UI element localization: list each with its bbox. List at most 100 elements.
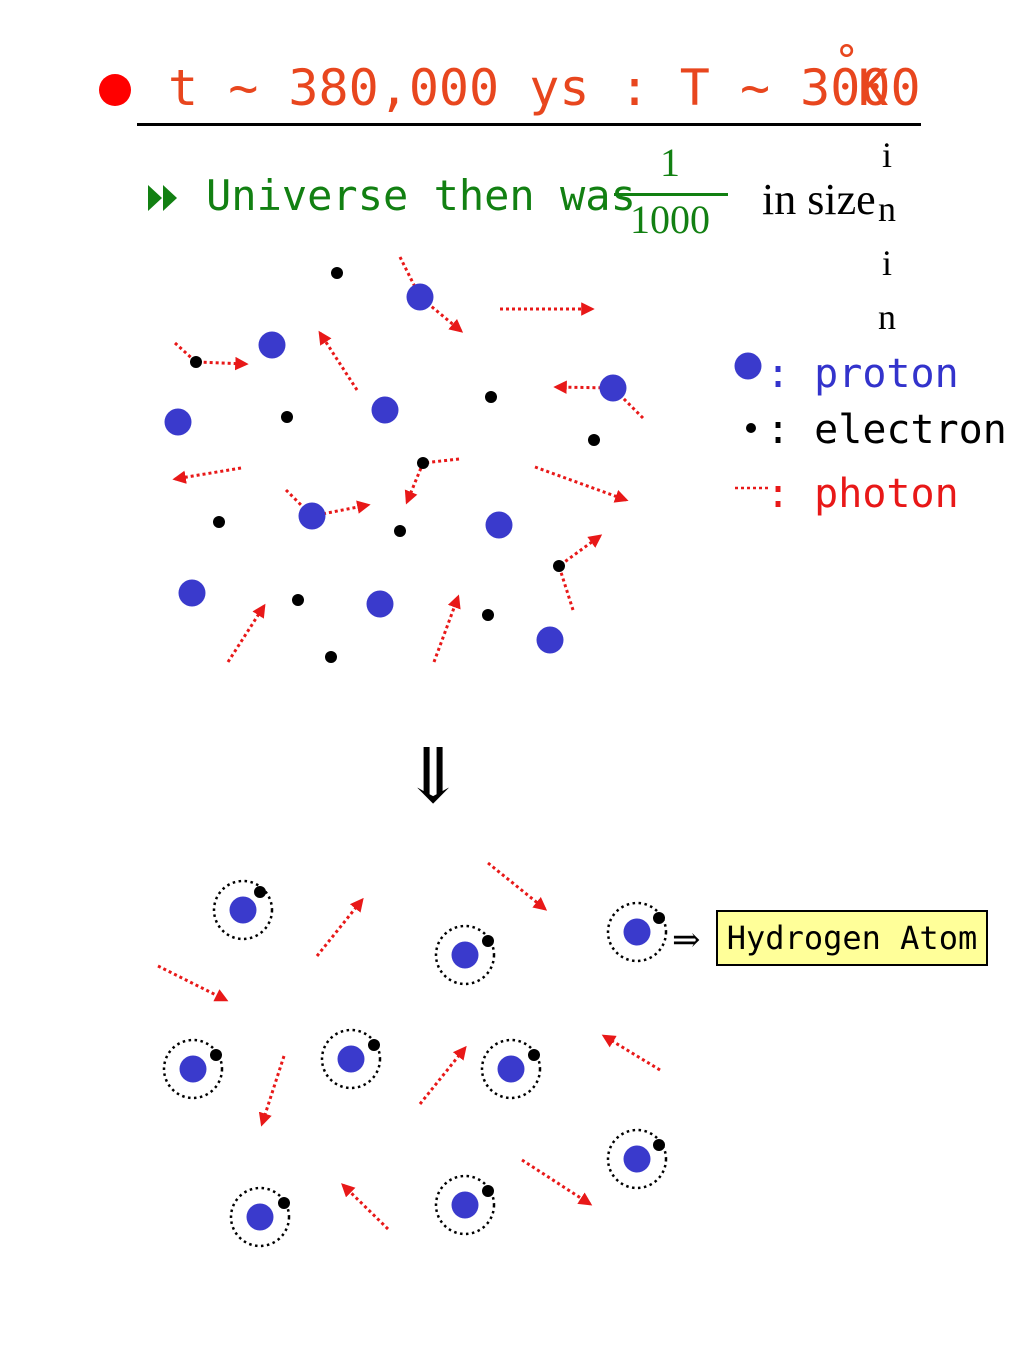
electron [417, 457, 429, 469]
electron-orbit [162, 1038, 224, 1100]
electron-group [190, 267, 600, 663]
photon-arrow [258, 1055, 286, 1127]
electron [394, 525, 406, 537]
legend-markers [734, 352, 768, 490]
hydrogen-atom [320, 1028, 382, 1090]
photon-arrow [557, 534, 603, 611]
red-dot-bullet-icon [99, 74, 131, 106]
photon-arrow [404, 457, 460, 505]
double-triangle-bullet-icon [148, 185, 177, 211]
photon-arrow [487, 861, 548, 911]
hydrogen-atom [480, 1038, 542, 1100]
subtitle-text: Universe then was [206, 171, 636, 220]
photon-arrow [318, 330, 359, 391]
atom-electron [278, 1197, 290, 1209]
legend-proton-label: : proton [766, 351, 959, 397]
legend-electron-label: : electron [766, 407, 1007, 453]
atom-proton [179, 1055, 207, 1083]
right-double-arrow-icon: ⇒ [672, 922, 701, 959]
legend-photon-label: : photon [766, 471, 959, 517]
vertical-letter: i [881, 135, 892, 175]
atom-proton [229, 896, 257, 924]
hydrogen-atom [212, 879, 274, 941]
atom-proton [337, 1045, 365, 1073]
photon-arrow [315, 897, 364, 957]
electron-orbit [606, 901, 668, 963]
electron-orbit [480, 1038, 542, 1100]
photon-arrow [157, 964, 229, 1002]
proton [599, 374, 627, 402]
proton-group [164, 283, 627, 654]
hydrogen-atom [606, 1128, 668, 1190]
electron [213, 516, 225, 528]
proton [164, 408, 192, 436]
proton [406, 283, 434, 311]
electron-orbit [229, 1186, 291, 1248]
electron-orbit [606, 1128, 668, 1190]
proton [536, 626, 564, 654]
photon-arrow [226, 603, 266, 663]
proton [178, 579, 206, 607]
photon-arrow [553, 380, 645, 420]
title-degree-symbol: ° [834, 36, 860, 85]
atom-proton [623, 1145, 651, 1173]
proton [366, 590, 394, 618]
atom-proton [497, 1055, 525, 1083]
photon-arrow [341, 1183, 390, 1231]
atom-electron [482, 935, 494, 947]
proton [258, 331, 286, 359]
atom-electron [368, 1039, 380, 1051]
atom-electron [254, 886, 266, 898]
electron-orbit [320, 1028, 382, 1090]
title-unit: K [858, 59, 889, 117]
photon-arrow [172, 466, 242, 484]
legend-electron-icon [746, 423, 756, 433]
photon-arrow [173, 341, 249, 371]
hydrogen-atom [434, 924, 496, 986]
atom-proton [451, 1191, 479, 1219]
photon-arrow [284, 488, 371, 518]
legend-proton-icon [734, 352, 762, 380]
subtitle-suffix: in size [762, 175, 876, 224]
hydrogen-atom [162, 1038, 224, 1100]
proton [485, 511, 513, 539]
hydrogen-atom [606, 901, 668, 963]
electron [190, 356, 202, 368]
hydrogen-atom [434, 1174, 496, 1236]
hydrogen-atom-callout: Hydrogen Atom [716, 910, 988, 966]
down-double-arrow-icon: ⇓ [401, 735, 465, 819]
atom-electron [482, 1185, 494, 1197]
electron [331, 267, 343, 279]
electron [281, 411, 293, 423]
atom-proton [623, 918, 651, 946]
vertical-letter: n [878, 189, 896, 229]
photon-arrow [432, 594, 461, 663]
title-underline [137, 123, 921, 126]
slide-title: t ~ 380,000 ys : T ~ 3000 [168, 59, 921, 117]
atom-electron [653, 912, 665, 924]
proton [371, 396, 399, 424]
proton [298, 502, 326, 530]
vertical-letter: i [881, 243, 892, 283]
electron-orbit [434, 924, 496, 986]
atom-electron [653, 1139, 665, 1151]
electron-orbit [434, 1174, 496, 1236]
atom-electron [210, 1049, 222, 1061]
photon-arrow [521, 1158, 593, 1206]
atom-electron [528, 1049, 540, 1061]
electron [485, 391, 497, 403]
electron [553, 560, 565, 572]
electron [482, 609, 494, 621]
hydrogen-atom-group [162, 879, 668, 1248]
atom-proton [246, 1203, 274, 1231]
photon-arrow [418, 1045, 467, 1105]
electron [325, 651, 337, 663]
fraction-numerator: 1 [660, 140, 680, 185]
vertical-letter: n [878, 297, 896, 337]
photon-arrow [601, 1034, 661, 1072]
fraction-denominator: 1000 [630, 197, 710, 242]
electron-orbit [212, 879, 274, 941]
photon-arrow [534, 465, 629, 503]
